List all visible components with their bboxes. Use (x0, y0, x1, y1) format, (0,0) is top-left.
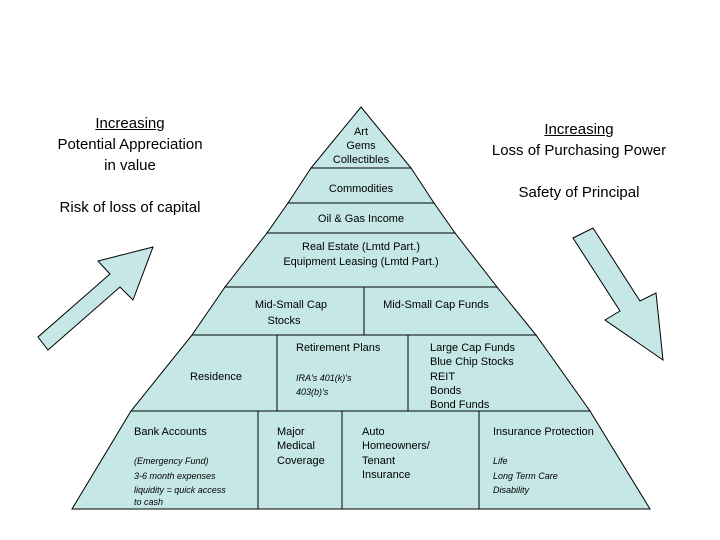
up-arrow-icon (37, 246, 154, 351)
left-note-line2: in value (104, 157, 156, 174)
retirement-item2: 403(b)'s (296, 387, 329, 397)
right-note-line2: Safety of Principal (518, 184, 640, 201)
right-note: Increasing Loss of Purchasing Power Safe… (466, 119, 692, 203)
tier1-line1: Art (354, 126, 368, 138)
bank-title: Bank Accounts (134, 426, 207, 438)
funds-item: Bond Funds (430, 399, 490, 411)
tier1-line2: Gems (346, 140, 376, 152)
down-arrow-icon (572, 227, 664, 362)
bank-sub3: liquidity = quick access (134, 485, 226, 495)
retirement-title: Retirement Plans (296, 342, 381, 354)
medical-line: Major (277, 426, 305, 438)
medical-line: Coverage (277, 455, 325, 467)
auto-line: Homeowners/ (362, 440, 431, 452)
tier5-left-shape (191, 286, 365, 336)
tier4-line2: Equipment Leasing (Lmtd Part.) (283, 256, 438, 268)
auto-line: Tenant (362, 455, 395, 467)
funds-item: Large Cap Funds (430, 342, 515, 354)
funds-item: REIT (430, 371, 455, 383)
left-note-heading: Increasing (95, 115, 165, 132)
tier5-left-line1: Mid-Small Cap (255, 299, 327, 311)
pyramid (71, 106, 651, 510)
tier5-right-shape (363, 286, 538, 336)
tier7-insurance-shape (478, 410, 651, 510)
bank-sub1: (Emergency Fund) (134, 456, 209, 466)
insurance-title: Insurance Protection (493, 426, 594, 438)
insurance-item1: Life (493, 456, 508, 466)
medical-line: Medical (277, 440, 315, 452)
insurance-item3: Disability (493, 485, 530, 495)
right-note-line1: Loss of Purchasing Power (491, 142, 667, 159)
tier7-medical-shape (257, 410, 343, 510)
insurance-item2: Long Term Care (493, 471, 558, 481)
tier4-line1: Real Estate (Lmtd Part.) (302, 241, 420, 253)
tier3-label: Oil & Gas Income (318, 213, 404, 225)
bank-sub2: 3-6 month expenses (134, 471, 216, 481)
auto-line: Insurance (362, 469, 410, 481)
funds-item: Blue Chip Stocks (430, 356, 514, 368)
tier5-left-line2: Stocks (267, 315, 301, 327)
tier7-auto-shape (341, 410, 480, 510)
left-note-line1: Potential Appreciation (57, 136, 203, 153)
tier5-right-label: Mid-Small Cap Funds (383, 299, 489, 311)
residence-label: Residence (190, 371, 242, 383)
tier1-line3: Collectibles (333, 154, 390, 166)
retirement-item1: IRA's 401(k)'s (296, 373, 352, 383)
right-note-heading: Increasing (544, 121, 614, 138)
left-note: Increasing Potential Appreciation in val… (30, 113, 230, 218)
bank-sub4: to cash (134, 497, 163, 507)
auto-line: Auto (362, 426, 385, 438)
left-note-line3: Risk of loss of capital (59, 199, 201, 216)
tier2-label: Commodities (329, 183, 394, 195)
funds-item: Bonds (430, 385, 462, 397)
tier6-retirement-shape (276, 334, 409, 412)
